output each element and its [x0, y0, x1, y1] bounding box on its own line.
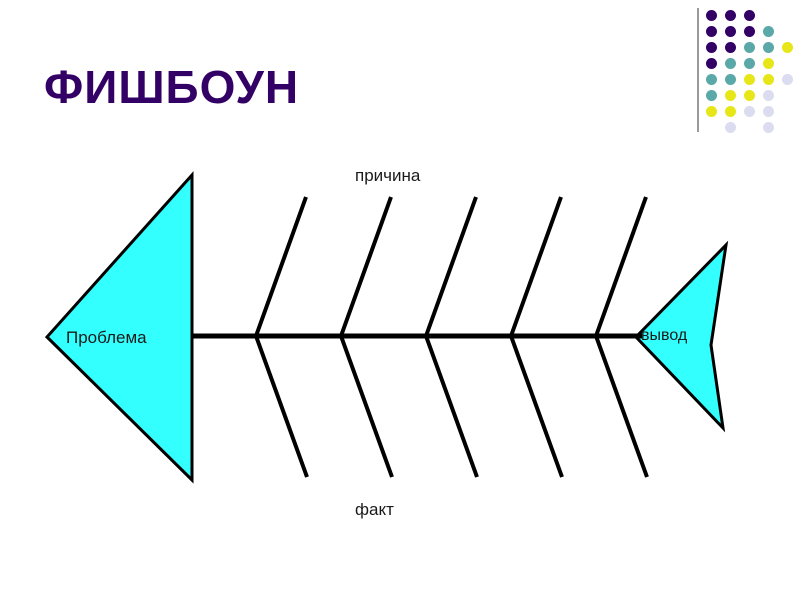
- decor-dot: [763, 106, 774, 117]
- decor-dot: [706, 10, 717, 21]
- decor-dot: [725, 42, 736, 53]
- fishbone-lower-branch-label: факт: [355, 500, 394, 519]
- decor-dot: [725, 106, 736, 117]
- dot-grid-decoration: [688, 0, 800, 140]
- decor-dot: [706, 26, 717, 37]
- decor-dot: [725, 10, 736, 21]
- fishbone-upper-rib-4: [509, 196, 563, 337]
- page-title: ФИШБОУН: [44, 61, 300, 113]
- fishbone-upper-rib-2: [339, 196, 393, 337]
- decor-dot: [744, 106, 755, 117]
- decor-dot: [744, 42, 755, 53]
- fishbone-tail-shape: [633, 240, 729, 433]
- decor-dot: [763, 58, 774, 69]
- vertical-divider: [697, 8, 699, 132]
- decor-dot: [706, 90, 717, 101]
- decor-dot: [782, 42, 793, 53]
- decor-dot: [725, 74, 736, 85]
- decor-dot: [725, 122, 736, 133]
- fishbone-head-label: Проблема: [66, 328, 147, 347]
- fishbone-upper-rib-5: [594, 196, 648, 337]
- decor-dot: [744, 10, 755, 21]
- decor-dot: [706, 106, 717, 117]
- fishbone-lower-rib-4: [509, 335, 564, 478]
- fishbone-tail-label: вывод: [641, 327, 688, 344]
- decor-dot: [725, 90, 736, 101]
- decor-dot: [706, 74, 717, 85]
- fishbone-lower-rib-5: [594, 335, 649, 478]
- fishbone-lower-rib-2: [339, 335, 394, 478]
- decor-dot: [744, 90, 755, 101]
- decor-dot: [782, 74, 793, 85]
- fishbone-upper-rib-3: [424, 196, 478, 337]
- decor-dot: [763, 74, 774, 85]
- decor-dot: [725, 26, 736, 37]
- decor-dot: [744, 74, 755, 85]
- decor-dot: [744, 26, 755, 37]
- fishbone-lower-rib-3: [424, 335, 479, 478]
- decor-dot: [744, 58, 755, 69]
- decor-dot: [706, 58, 717, 69]
- decor-dot: [763, 90, 774, 101]
- decor-dot: [763, 122, 774, 133]
- fishbone-upper-rib-1: [254, 196, 308, 337]
- decor-dot: [763, 42, 774, 53]
- decor-dot: [706, 42, 717, 53]
- fishbone-upper-branch-label: причина: [355, 166, 421, 185]
- fishbone-head-shape: [44, 171, 194, 484]
- fishbone-lower-rib-1: [254, 335, 309, 478]
- decor-dot: [763, 26, 774, 37]
- decor-dot: [725, 58, 736, 69]
